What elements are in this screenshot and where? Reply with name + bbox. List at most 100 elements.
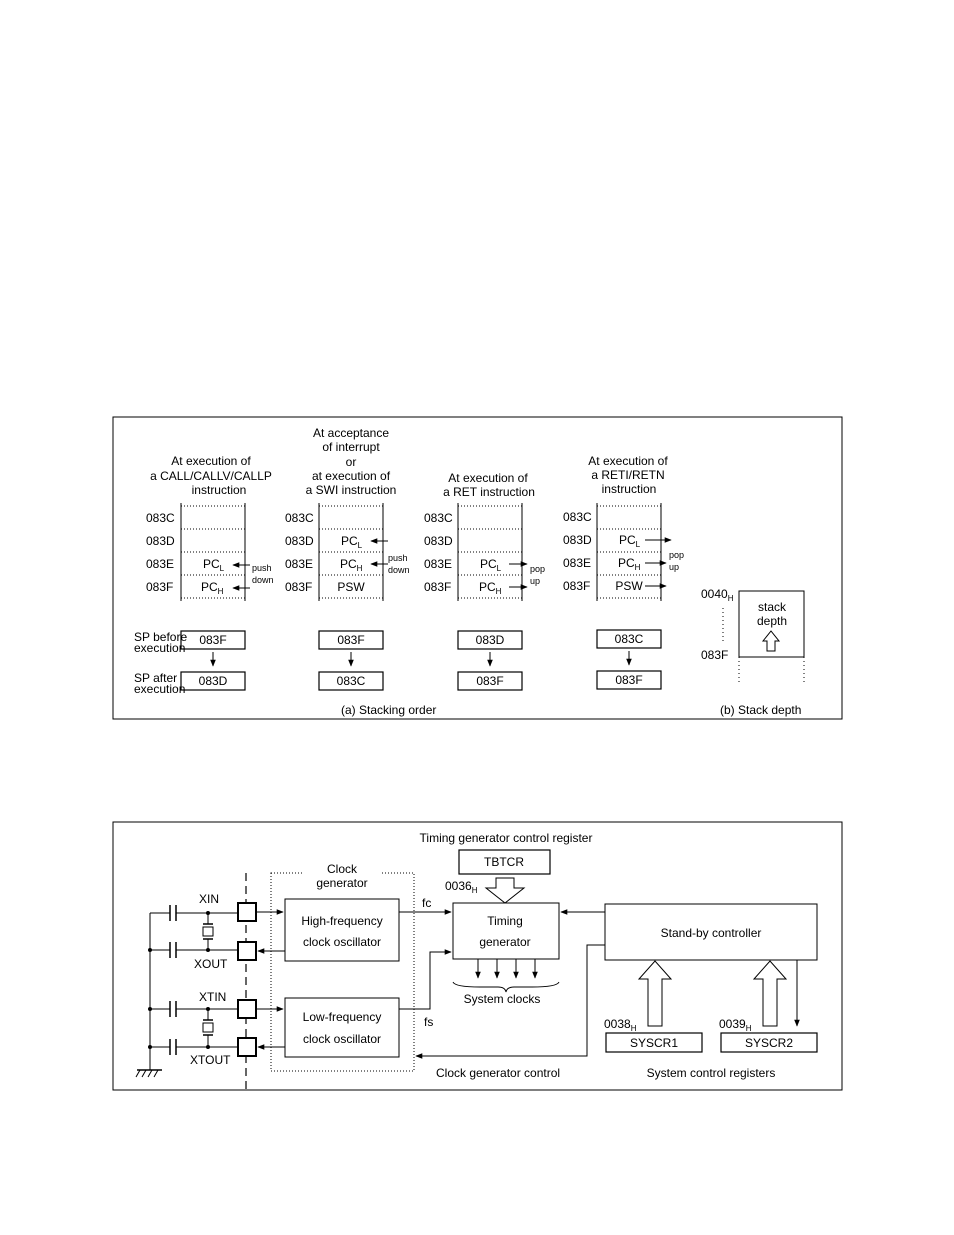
col2-addr-083e: 083E xyxy=(285,557,313,571)
col2-addr-083c: 083C xyxy=(285,511,314,525)
col2-cell-psw: PSW xyxy=(337,580,365,594)
xtin-pin xyxy=(237,999,257,1019)
col3-title-2: a RET instruction xyxy=(443,485,535,499)
col1-cell-pcl: PCL xyxy=(203,557,225,573)
syscr1-addr: 0038H xyxy=(604,1017,637,1033)
pin-label-xin: XIN xyxy=(199,892,219,906)
lf-oscillator-block xyxy=(284,997,400,1058)
col2-sp-before: 083F xyxy=(337,633,364,647)
xtout-pin xyxy=(237,1037,257,1057)
external-crystal-circuit xyxy=(135,905,238,1078)
timing-gen-label-1: Timing xyxy=(487,914,523,928)
col3-addr-083c: 083C xyxy=(424,511,453,525)
fs-label: fs xyxy=(424,1015,433,1029)
col3-addr-083e: 083E xyxy=(424,557,452,571)
tbtcr-register: TBTCR xyxy=(484,855,524,869)
stack-column-call: At execution of a CALL/CALLV/CALLP instr… xyxy=(146,454,274,691)
syscr2-addr: 0039H xyxy=(719,1017,752,1033)
xin-pin xyxy=(237,902,257,922)
col4-cell-psw: PSW xyxy=(615,579,643,593)
col2-cell-pcl: PCL xyxy=(341,534,363,550)
lf-osc-label-1: Low-frequency xyxy=(303,1010,382,1024)
clock-gen-label-top: Clock xyxy=(327,862,358,876)
col2-title-4: at execution of xyxy=(312,469,391,483)
col4-addr-083c: 083C xyxy=(563,510,592,524)
col2-note-1: push xyxy=(388,553,408,563)
col2-title-5: a SWI instruction xyxy=(306,483,397,497)
hf-osc-label-1: High-frequency xyxy=(301,914,382,928)
caption-stack-depth: (b) Stack depth xyxy=(720,703,801,717)
col4-sp-before: 083C xyxy=(615,632,644,646)
col2-cell-pch: PCH xyxy=(340,557,363,573)
col1-title-3: instruction xyxy=(192,483,247,497)
col3-sp-after: 083F xyxy=(476,674,503,688)
col1-addr-083e: 083E xyxy=(146,557,174,571)
standby-controller-block xyxy=(604,903,818,961)
xout-pin xyxy=(237,941,257,961)
depth-bottom-addr: 083F xyxy=(701,648,728,662)
col4-addr-083d: 083D xyxy=(563,533,592,547)
fc-label: fc xyxy=(422,896,431,910)
hf-osc-label-2: clock oscillator xyxy=(303,935,381,949)
syscr1-register: SYSCR1 xyxy=(630,1036,678,1050)
tg-reg-title: Timing generator control register xyxy=(420,831,593,845)
col2-addr-083f: 083F xyxy=(285,580,312,594)
col4-note-1: pop xyxy=(669,550,684,560)
up-arrow-icon xyxy=(761,630,781,652)
col4-addr-083f: 083F xyxy=(563,579,590,593)
down-bus-arrow-icon xyxy=(484,877,526,904)
system-control-registers-label: System control registers xyxy=(647,1066,776,1080)
system-clocks-brace xyxy=(452,981,560,993)
stack-column-ret: At execution of a RET instruction 083C 0… xyxy=(424,471,545,691)
syscr2-bus-arrow-icon xyxy=(752,960,788,1027)
standby-label: Stand-by controller xyxy=(661,926,762,940)
col4-cell-pcl: PCL xyxy=(619,533,641,549)
col1-sp-before: 083F xyxy=(199,633,226,647)
pin-label-xout: XOUT xyxy=(194,957,228,971)
col2-sp-after: 083C xyxy=(337,674,366,688)
col2-note-2: down xyxy=(388,565,410,575)
col3-title-1: At execution of xyxy=(448,471,528,485)
col4-title-3: instruction xyxy=(602,482,657,496)
col2-title-2: of interrupt xyxy=(322,440,380,454)
col4-title-2: a RETI/RETN xyxy=(591,468,664,482)
stack-column-reti: At execution of a RETI/RETN instruction … xyxy=(563,454,684,690)
col1-sp-after: 083D xyxy=(199,674,228,688)
stack-depth-diagram: 0040H 083F stack depth xyxy=(701,587,805,683)
col2-addr-083d: 083D xyxy=(285,534,314,548)
timing-generator-block xyxy=(452,902,560,960)
syscr1-bus-arrow-icon xyxy=(637,960,673,1027)
stack-column-interrupt: At acceptance of interrupt or at executi… xyxy=(285,426,410,691)
lf-osc-label-2: clock oscillator xyxy=(303,1032,381,1046)
col4-sp-after: 083F xyxy=(615,673,642,687)
col1-title-2: a CALL/CALLV/CALLP xyxy=(150,469,272,483)
pin-label-xtin: XTIN xyxy=(199,990,226,1004)
syscr2-register: SYSCR2 xyxy=(745,1036,793,1050)
clock-figure-frame xyxy=(112,821,843,1091)
sp-after-label-2: execution xyxy=(134,682,185,696)
cg-control-label: Clock generator control xyxy=(436,1066,560,1080)
col2-title-1: At acceptance xyxy=(313,426,389,440)
stack-figure-frame xyxy=(112,416,843,720)
depth-top-addr: 0040H xyxy=(701,587,734,603)
sp-after-label-1: SP after xyxy=(134,671,177,685)
depth-box-text-2: depth xyxy=(757,614,787,628)
col4-cell-pch: PCH xyxy=(618,556,641,572)
col3-note-1: pop xyxy=(530,564,545,574)
col3-cell-pcl: PCL xyxy=(480,557,502,573)
col1-note-2: down xyxy=(252,575,274,585)
col1-note-1: push xyxy=(252,563,272,573)
depth-box-text-1: stack xyxy=(758,600,787,614)
col3-sp-before: 083D xyxy=(476,633,505,647)
col4-title-1: At execution of xyxy=(588,454,668,468)
col3-addr-083d: 083D xyxy=(424,534,453,548)
col4-note-2: up xyxy=(669,562,679,572)
col3-note-2: up xyxy=(530,576,540,586)
col4-addr-083e: 083E xyxy=(563,556,591,570)
sp-before-label-2: execution xyxy=(134,641,185,655)
col3-addr-083f: 083F xyxy=(424,580,451,594)
col1-addr-083d: 083D xyxy=(146,534,175,548)
pin-label-xtout: XTOUT xyxy=(190,1053,231,1067)
tbtcr-addr: 0036H xyxy=(445,879,478,895)
